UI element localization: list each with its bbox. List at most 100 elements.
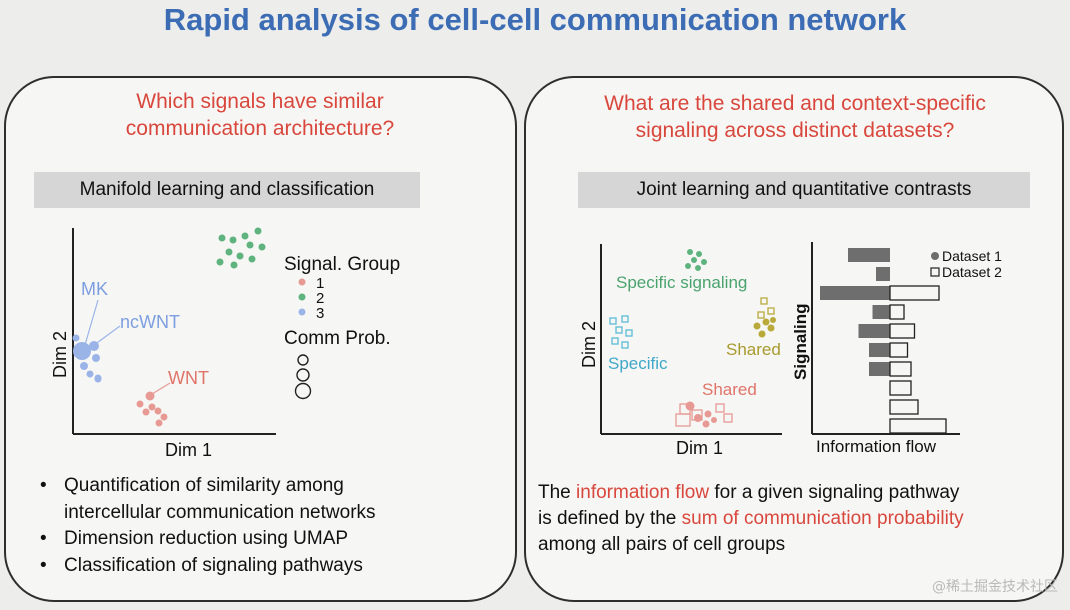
umap-xlabel: Dim 1: [165, 440, 212, 460]
signal-group-legend-title: Signal. Group: [284, 254, 400, 275]
legend-group1-swatch: [298, 278, 306, 286]
wnt-leader-line: [151, 382, 171, 395]
scatter-point: [723, 413, 733, 423]
group3-cluster: [72, 334, 102, 383]
ncwnt-leader-line: [89, 325, 121, 349]
specific-signaling-cluster: [685, 249, 707, 271]
shared-red-cluster: [675, 401, 733, 428]
dataset1-bar: [858, 324, 890, 338]
group3-point: [86, 370, 94, 378]
scatter-xlabel: Dim 1: [676, 438, 723, 458]
bullet-item: Classification of signaling pathways: [34, 553, 504, 580]
legend-dataset1-label: Dataset 1: [942, 248, 1002, 264]
group2-point: [236, 252, 244, 260]
scatter-point: [758, 330, 766, 338]
para-text: for a given signaling pathway: [709, 482, 960, 503]
bars-ylabel: Signaling: [791, 304, 810, 381]
para-line3: among all pairs of cell groups: [538, 534, 786, 555]
scatter-point: [611, 337, 619, 345]
scatter-point: [675, 413, 691, 427]
scatter-point: [696, 251, 702, 257]
scatter-point: [685, 401, 695, 411]
specific-signaling-label: Specific signaling: [616, 273, 747, 292]
scatter-point: [767, 307, 775, 315]
slide-title: Rapid analysis of cell-cell communicatio…: [163, 2, 907, 37]
shared-red-label: Shared: [702, 380, 757, 399]
bar-series-group: [820, 248, 947, 434]
dataset1-bar: [869, 362, 890, 376]
dataset1-bar: [820, 286, 890, 300]
scatter-point: [711, 417, 717, 423]
group3-point: [92, 354, 100, 362]
bars-xlabel: Information flow: [816, 437, 937, 456]
left-question: Which signals have similar communication…: [40, 88, 480, 142]
legend-dataset2-swatch: [930, 267, 940, 277]
left-bullet-list: Quantification of similarity among inter…: [34, 473, 504, 579]
dataset2-bar: [889, 304, 905, 320]
scatter-point: [704, 410, 712, 418]
legend-group3-label: 3: [316, 305, 324, 322]
group1-cluster: [136, 391, 168, 427]
information-flow-chart: Information flow Signaling Dataset 1 Dat…: [791, 242, 1002, 456]
legend-group2-label: 2: [316, 290, 324, 307]
dataset2-bar: [889, 323, 916, 339]
dataset1-bar: [876, 267, 890, 281]
scatter-point: [615, 326, 623, 334]
right-method-bar: Joint learning and quantitative contrast…: [578, 172, 1030, 208]
scatter-point: [770, 317, 776, 323]
specific-cluster: [609, 315, 633, 349]
mk-label: MK: [81, 279, 108, 299]
left-method-bar: Manifold learning and classification: [34, 172, 420, 208]
para-highlight-information-flow: information flow: [576, 482, 710, 503]
left-question-line1: Which signals have similar: [136, 90, 384, 113]
group3-point: [72, 334, 80, 342]
scatter-point: [695, 265, 701, 271]
mk-leader-line: [84, 299, 99, 346]
bullet-text-1: Quantification of similarity among: [64, 475, 344, 496]
right-question-line2: signaling across distinct datasets?: [635, 119, 955, 142]
umap-plot: Dim 1 Dim 2 MK ncWNT WN: [50, 227, 400, 460]
dataset1-bar: [848, 248, 890, 262]
group1-point: [148, 403, 156, 411]
dataset2-bar: [889, 361, 912, 377]
para-line1: The information flow for a given signali…: [538, 480, 1058, 506]
legend-dataset2-label: Dataset 2: [942, 264, 1002, 280]
scatter-point: [694, 414, 702, 422]
scatter-point: [701, 259, 707, 265]
scatter-point: [715, 403, 725, 413]
group1-point: [154, 407, 162, 415]
group1-point: [160, 413, 168, 421]
group2-point: [241, 232, 249, 240]
group2-point: [246, 241, 254, 249]
dataset1-bar: [872, 305, 890, 319]
group1-point: [155, 419, 163, 427]
scatter-point: [767, 324, 775, 332]
group2-point: [225, 248, 233, 256]
information-flow-definition: The information flow for a given signali…: [538, 480, 1058, 558]
shared-olive-label: Shared: [726, 340, 781, 359]
legend-group1-label: 1: [316, 275, 324, 292]
group3-point: [94, 375, 102, 383]
dataset2-bar: [889, 399, 919, 415]
scatter-point: [702, 420, 710, 428]
right-question: What are the shared and context-specific…: [540, 90, 1050, 144]
right-panel: [524, 76, 1064, 602]
group2-point: [216, 258, 224, 266]
joint-scatter-plot: Dim 1 Dim 2 Specific signaling Specific …: [579, 244, 782, 458]
ncwnt-label: ncWNT: [120, 312, 180, 332]
dataset2-bar: [889, 342, 909, 358]
watermark: @稀土掘金技术社区: [932, 579, 1058, 595]
bullet-item: Quantification of similarity among inter…: [34, 473, 504, 526]
dataset2-bar: [889, 418, 947, 434]
group1-point: [142, 408, 150, 416]
scatter-point: [691, 257, 697, 263]
group2-cluster: [216, 227, 266, 269]
group2-point: [248, 255, 256, 263]
comm-prob-medium-circle: [296, 368, 310, 382]
group2-point: [258, 243, 266, 251]
dataset2-bar: [889, 285, 940, 301]
group2-point: [218, 234, 226, 242]
scatter-point: [760, 297, 768, 305]
scatter-point: [625, 329, 633, 337]
group3-point: [80, 362, 88, 370]
